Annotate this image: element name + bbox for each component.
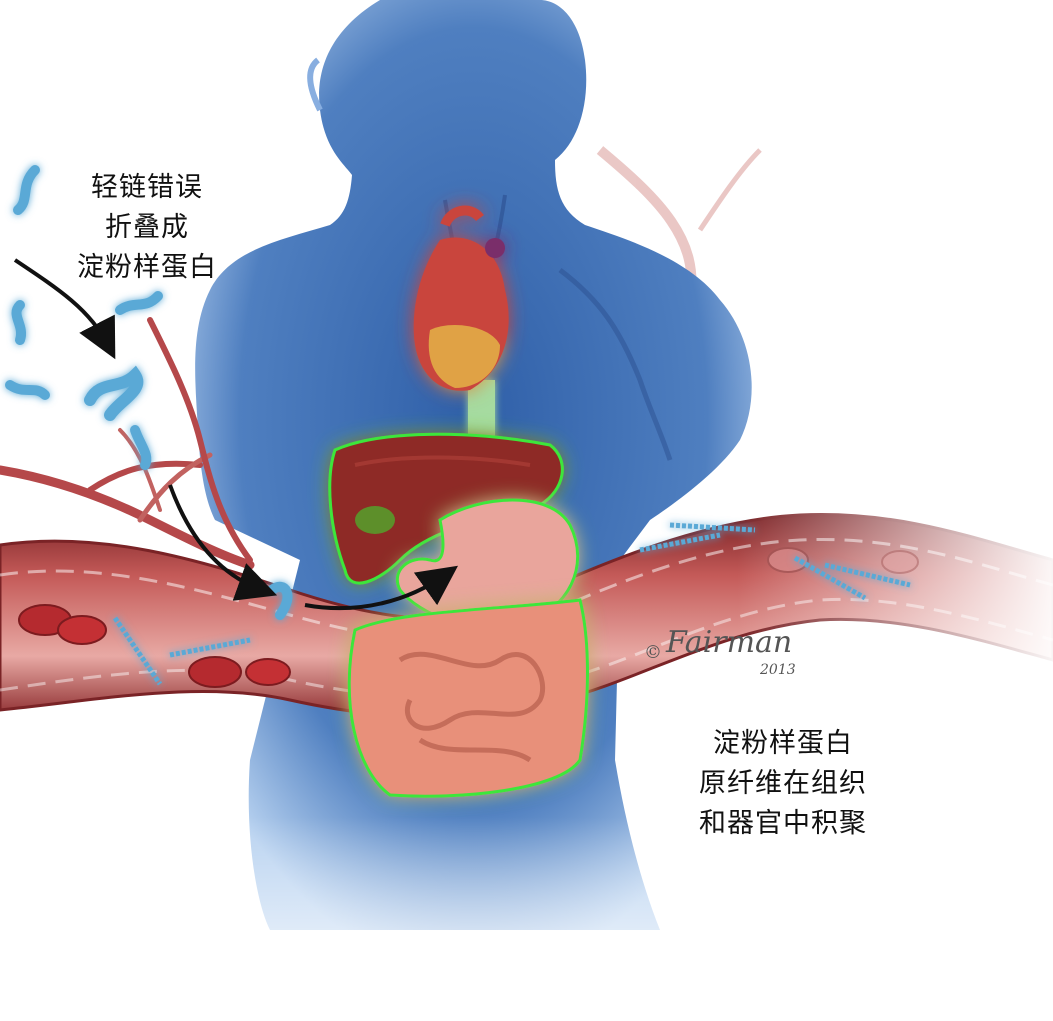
label-line: 淀粉样蛋白	[668, 724, 898, 764]
label-fibril-deposition: 淀粉样蛋白 原纤维在组织 和器官中积聚	[668, 724, 898, 844]
label-line: 淀粉样蛋白	[52, 248, 242, 288]
red-blood-cell	[58, 616, 106, 644]
signature-name: Fairman	[665, 625, 792, 660]
red-blood-cell	[246, 659, 290, 685]
signature-year: 2013	[759, 662, 796, 678]
light-chain	[16, 305, 21, 340]
copyright-symbol: ©	[644, 642, 662, 663]
red-blood-cell	[882, 551, 918, 573]
intestines	[349, 600, 587, 796]
label-light-chain-misfolding: 轻链错误 折叠成 淀粉样蛋白	[52, 168, 242, 288]
label-line: 折叠成	[52, 208, 242, 248]
label-line: 轻链错误	[52, 168, 242, 208]
label-line: 和器官中积聚	[668, 804, 898, 844]
label-line: 原纤维在组织	[668, 764, 898, 804]
artist-signature: © Fairman 2013	[642, 618, 842, 678]
red-blood-cell	[189, 657, 241, 687]
